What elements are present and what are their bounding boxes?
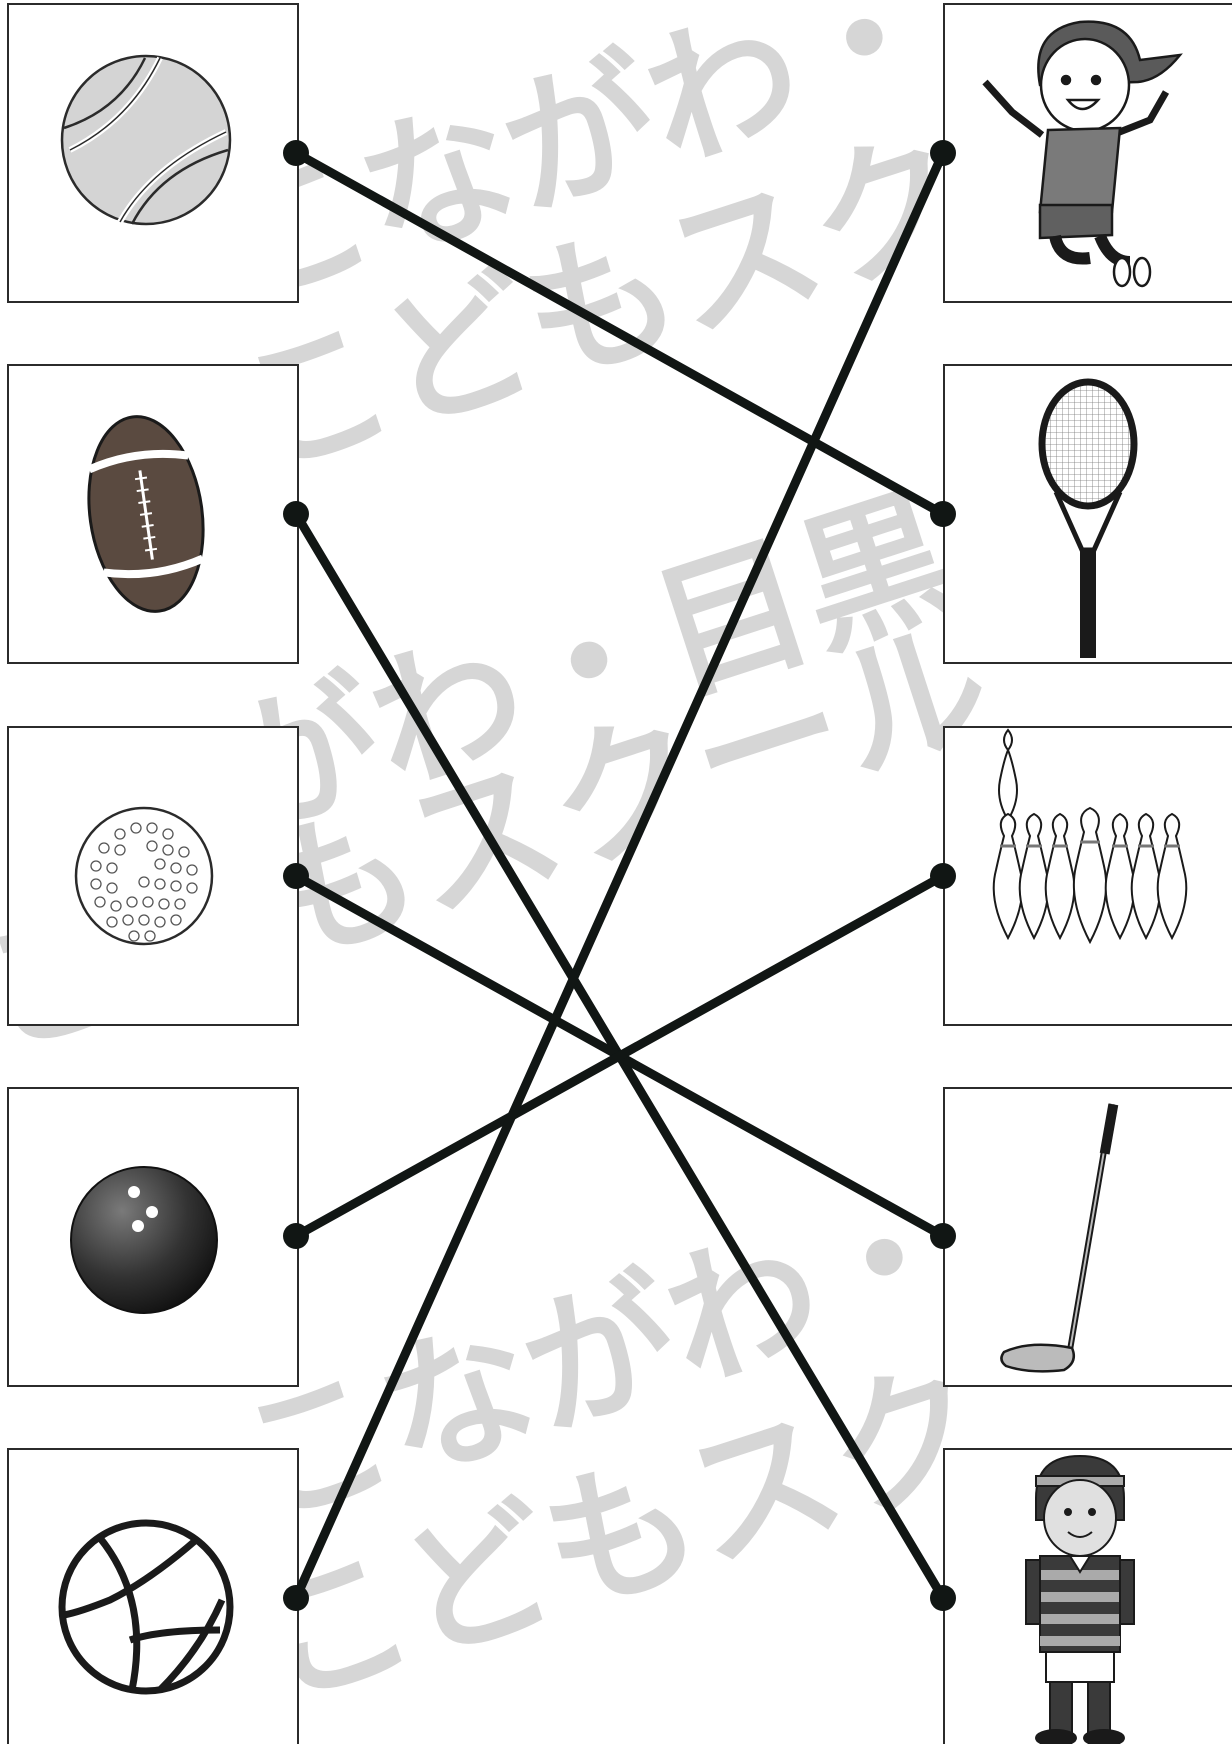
left-card-tennis-ball[interactable] xyxy=(8,4,298,302)
left-dot[interactable] xyxy=(283,1585,309,1611)
right-card-tennis-racket[interactable] xyxy=(944,365,1232,663)
left-card-rugby-ball[interactable] xyxy=(8,365,298,663)
left-dot[interactable] xyxy=(283,863,309,889)
right-dot[interactable] xyxy=(930,863,956,889)
right-dot[interactable] xyxy=(930,1585,956,1611)
right-dot[interactable] xyxy=(930,1223,956,1249)
right-card-bowling-pins[interactable] xyxy=(944,727,1232,1025)
right-card-golf-club[interactable] xyxy=(944,1088,1232,1386)
right-card-volleyball-player[interactable] xyxy=(944,4,1232,302)
left-dot[interactable] xyxy=(283,501,309,527)
left-dot[interactable] xyxy=(283,1223,309,1249)
left-card-golf-ball[interactable] xyxy=(8,727,298,1025)
left-card-bowling-ball[interactable] xyxy=(8,1088,298,1386)
left-card-volleyball[interactable] xyxy=(8,1449,298,1744)
left-dot[interactable] xyxy=(283,140,309,166)
left-column xyxy=(8,4,298,1744)
right-dot[interactable] xyxy=(930,501,956,527)
golf-ball-icon xyxy=(76,808,212,944)
right-card-rugby-player[interactable] xyxy=(944,1449,1232,1744)
right-column xyxy=(944,4,1232,1744)
bowling-ball-icon xyxy=(71,1167,217,1313)
tennis-ball-icon xyxy=(62,56,230,224)
right-dot[interactable] xyxy=(930,140,956,166)
